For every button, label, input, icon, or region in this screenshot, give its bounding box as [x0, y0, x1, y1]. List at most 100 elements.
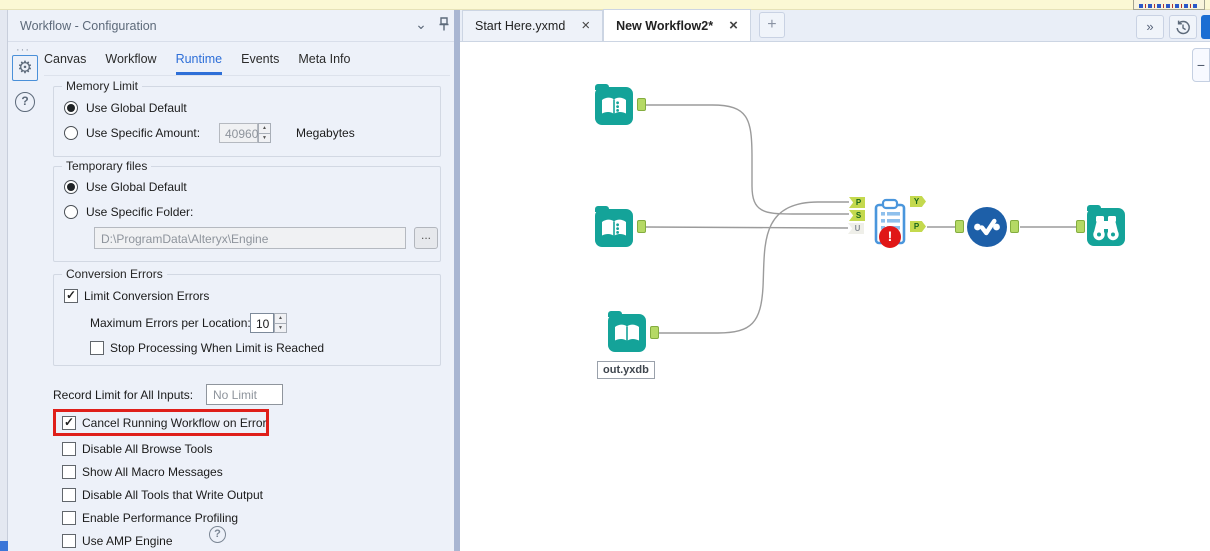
open-book-icon	[602, 97, 626, 114]
document-tab-bar: Start Here.yxmd × New Workflow2* × +	[460, 9, 1210, 42]
memory-limit-group: Memory Limit Use Global Default Use Spec…	[53, 79, 441, 157]
cutoff-blue-button[interactable]	[1201, 15, 1210, 39]
check-icon: ✓	[64, 415, 75, 429]
tooltip-dashed-text	[1139, 4, 1199, 8]
memory-global-default-label: Use Global Default	[86, 101, 187, 115]
panel-header: Workflow - Configuration ⌄	[8, 10, 454, 42]
memory-specific-amount-radio[interactable]	[64, 126, 78, 140]
open-book-icon	[615, 324, 639, 341]
limit-conversion-errors-label: Limit Conversion Errors	[84, 289, 210, 303]
tab-canvas[interactable]: Canvas	[44, 52, 87, 66]
zoom-out-button[interactable]: −	[1192, 48, 1210, 82]
spin-up-icon[interactable]: ▲	[274, 313, 287, 324]
test-output-anchor-p[interactable]: P	[910, 221, 926, 232]
disable-browse-tools-label: Disable All Browse Tools	[82, 442, 213, 456]
chevron-down-icon[interactable]: ⌄	[415, 16, 427, 32]
temp-specific-folder-radio[interactable]	[64, 205, 78, 219]
amp-engine-checkbox[interactable]	[62, 534, 76, 548]
workflow-configuration-panel: Workflow - Configuration ⌄ ··· ⚙ ? Canva…	[8, 10, 454, 551]
memory-limit-legend: Memory Limit	[62, 79, 143, 93]
spin-down-icon[interactable]: ▼	[274, 323, 287, 333]
plus-icon: +	[767, 16, 777, 33]
input3-output-anchor[interactable]	[650, 326, 659, 339]
chevrons-right-icon: »	[1146, 19, 1154, 34]
tab-events[interactable]: Events	[241, 52, 280, 66]
tool-fold	[608, 311, 622, 317]
configuration-gear-button[interactable]: ⚙	[12, 55, 38, 81]
memory-amount-spinner[interactable]: ▲ ▼	[258, 123, 271, 143]
history-button[interactable]	[1169, 15, 1197, 39]
overflow-dots-icon: ···	[16, 44, 30, 56]
browse-tool[interactable]	[1087, 205, 1125, 246]
expand-toolbar-button[interactable]: »	[1136, 15, 1164, 39]
amp-engine-label: Use AMP Engine	[82, 534, 173, 548]
runtime-settings: Canvas Workflow Runtime Events Meta Info…	[40, 42, 454, 551]
select-input-anchor[interactable]	[955, 220, 964, 233]
close-icon[interactable]: ×	[729, 16, 738, 34]
input2-output-anchor[interactable]	[637, 220, 646, 233]
stop-processing-checkbox[interactable]	[90, 341, 104, 355]
spin-down-icon[interactable]: ▼	[258, 133, 271, 143]
left-edge-panel	[0, 10, 8, 551]
minus-icon: −	[1196, 57, 1206, 73]
disable-write-output-label: Disable All Tools that Write Output	[82, 488, 263, 502]
memory-amount-input[interactable]: 40960	[219, 123, 258, 143]
test-input-anchor-p[interactable]: P	[849, 197, 865, 208]
select-output-anchor[interactable]	[1010, 220, 1019, 233]
memory-global-default-radio[interactable]	[64, 101, 78, 115]
temp-global-default-label: Use Global Default	[86, 180, 187, 194]
panel-help-button[interactable]: ?	[15, 92, 35, 112]
new-tab-button[interactable]: +	[758, 12, 785, 38]
disable-write-output-checkbox[interactable]	[62, 488, 76, 502]
cutoff-tooltip	[1133, 0, 1205, 10]
tab-workflow[interactable]: Workflow	[105, 52, 157, 66]
tool-annotation[interactable]: out.yxdb	[597, 361, 655, 379]
input1-output-anchor[interactable]	[637, 98, 646, 111]
binoculars-icon	[1093, 216, 1119, 241]
browse-folder-button[interactable]: ...	[414, 227, 438, 249]
test-output-anchor-y[interactable]: Y	[910, 196, 926, 207]
panel-splitter[interactable]	[454, 10, 460, 551]
pin-icon[interactable]	[436, 16, 454, 36]
test-input-anchor-u[interactable]: U	[848, 223, 864, 234]
show-macro-messages-checkbox[interactable]	[62, 465, 76, 479]
tab-runtime[interactable]: Runtime	[175, 50, 223, 75]
tab-new-workflow2[interactable]: New Workflow2* ×	[603, 9, 751, 41]
cancel-on-error-checkbox[interactable]: ✓	[62, 415, 76, 430]
tab-start-here[interactable]: Start Here.yxmd ×	[462, 10, 604, 41]
check-dots-icon	[967, 207, 1007, 247]
test-input-anchor-s[interactable]: S	[849, 210, 865, 221]
max-errors-input[interactable]: 10	[250, 313, 274, 333]
temp-specific-folder-label: Use Specific Folder:	[86, 205, 194, 219]
stop-processing-label: Stop Processing When Limit is Reached	[110, 341, 325, 355]
input-data-tool-2[interactable]	[595, 206, 633, 247]
panel-title: Workflow - Configuration	[20, 19, 157, 33]
performance-profiling-label: Enable Performance Profiling	[82, 511, 239, 525]
disable-browse-tools-checkbox[interactable]	[62, 442, 76, 456]
cancel-on-error-label: Cancel Running Workflow on Error	[82, 416, 267, 430]
show-macro-messages-label: Show All Macro Messages	[82, 465, 223, 479]
config-tab-bar: Canvas Workflow Runtime Events Meta Info	[44, 50, 450, 76]
input-data-tool-3[interactable]	[608, 311, 646, 352]
close-icon[interactable]: ×	[581, 17, 591, 34]
record-limit-input[interactable]: No Limit	[206, 384, 283, 405]
open-book-icon	[602, 219, 626, 236]
browse-input-anchor[interactable]	[1076, 220, 1085, 233]
workflow-canvas[interactable]	[460, 42, 1210, 551]
memory-specific-amount-label: Use Specific Amount:	[86, 126, 201, 140]
tab-label: Start Here.yxmd	[475, 19, 566, 33]
select-tool[interactable]	[966, 206, 1008, 248]
performance-profiling-checkbox[interactable]	[62, 511, 76, 525]
temp-folder-path-input[interactable]: D:\ProgramData\Alteryx\Engine	[94, 227, 406, 249]
red-highlight-box: ✓ Cancel Running Workflow on Error	[53, 409, 269, 436]
tool-fold	[1087, 205, 1101, 211]
question-icon: ?	[214, 528, 221, 540]
conversion-errors-legend: Conversion Errors	[62, 267, 167, 281]
tab-meta-info[interactable]: Meta Info	[298, 52, 351, 66]
input-data-tool-1[interactable]	[595, 84, 633, 125]
spin-up-icon[interactable]: ▲	[258, 123, 271, 134]
max-errors-spinner[interactable]: ▲ ▼	[274, 313, 287, 333]
limit-conversion-errors-checkbox[interactable]: ✓	[64, 288, 78, 303]
amp-engine-help-button[interactable]: ?	[209, 526, 226, 543]
temp-global-default-radio[interactable]	[64, 180, 78, 194]
